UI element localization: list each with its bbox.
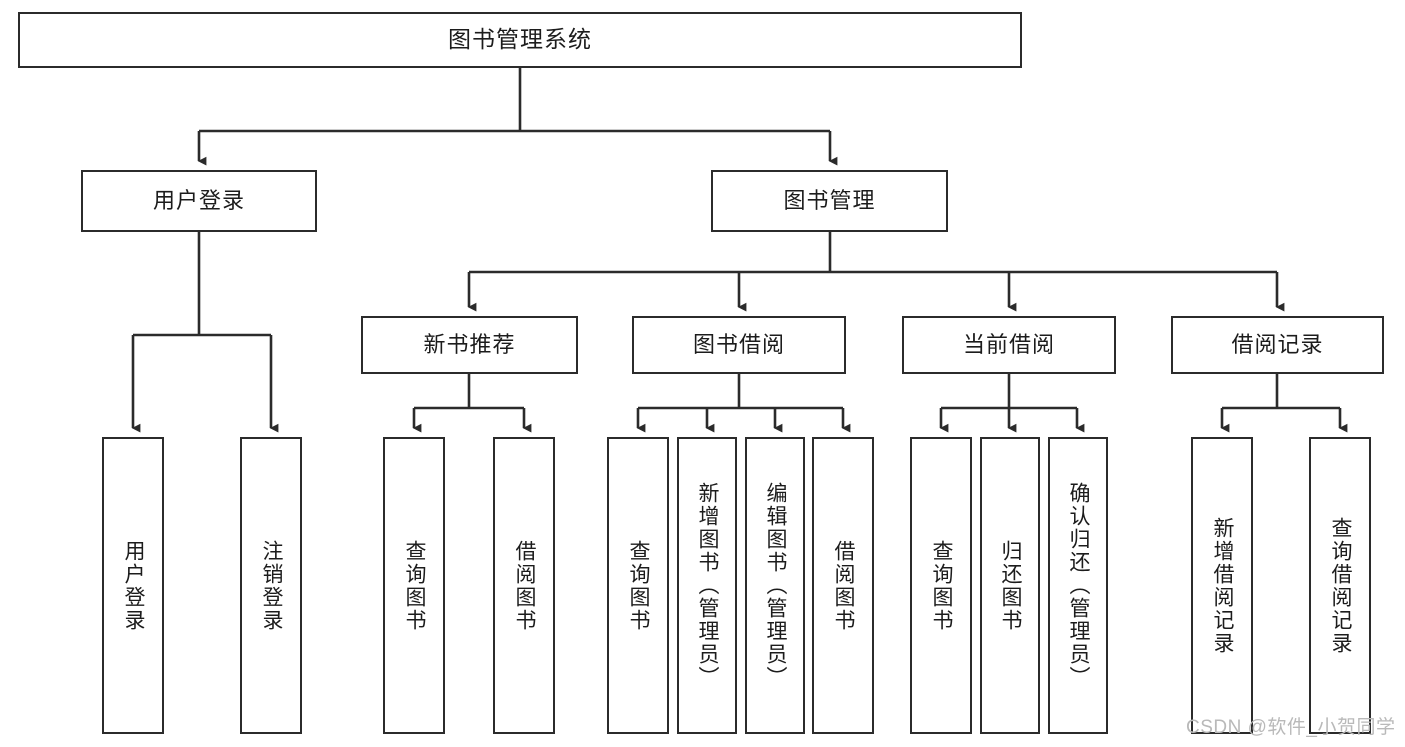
leaf-borrow-book[interactable]: 借阅图书 [812, 437, 874, 734]
node-user-login[interactable]: 用户登录 [81, 170, 317, 232]
node-label: 注销登录 [260, 539, 283, 632]
node-label: 新增借阅记录 [1211, 516, 1234, 655]
leaf-query-book-recommend[interactable]: 查询图书 [383, 437, 445, 734]
leaf-query-borrow-record[interactable]: 查询借阅记录 [1309, 437, 1371, 734]
node-borrow-record[interactable]: 借阅记录 [1171, 316, 1384, 374]
node-label: 图书管理系统 [448, 26, 592, 53]
leaf-query-book-current[interactable]: 查询图书 [910, 437, 972, 734]
watermark: CSDN @软件_小贺同学 [1186, 717, 1396, 738]
leaf-logout[interactable]: 注销登录 [240, 437, 302, 734]
node-label: 查询借阅记录 [1329, 516, 1352, 655]
leaf-return-book[interactable]: 归还图书 [980, 437, 1040, 734]
node-label: 借阅记录 [1231, 331, 1324, 357]
leaf-user-login[interactable]: 用户登录 [102, 437, 164, 734]
node-label: 编辑图书（管理员） [764, 482, 787, 689]
node-label: 查询图书 [627, 539, 650, 632]
node-label: 用户登录 [122, 539, 145, 632]
node-label: 用户登录 [152, 187, 245, 213]
node-current-borrow[interactable]: 当前借阅 [902, 316, 1116, 374]
leaf-query-book-borrow[interactable]: 查询图书 [607, 437, 669, 734]
node-root-book-management-system[interactable]: 图书管理系统 [18, 12, 1022, 68]
node-label: 查询图书 [403, 539, 426, 632]
node-label: 新书推荐 [423, 331, 516, 357]
node-label: 图书管理 [783, 187, 876, 213]
node-label: 查询图书 [930, 539, 953, 632]
node-book-management[interactable]: 图书管理 [711, 170, 948, 232]
node-label: 当前借阅 [962, 331, 1055, 357]
leaf-confirm-return-admin[interactable]: 确认归还（管理员） [1048, 437, 1108, 734]
leaf-add-book-admin[interactable]: 新增图书（管理员） [677, 437, 737, 734]
leaf-borrow-book-recommend[interactable]: 借阅图书 [493, 437, 555, 734]
node-label: 归还图书 [999, 539, 1022, 632]
node-label: 借阅图书 [513, 539, 536, 632]
node-label: 借阅图书 [832, 539, 855, 632]
node-label: 确认归还（管理员） [1067, 482, 1090, 689]
node-label: 图书借阅 [692, 331, 785, 357]
node-book-borrow[interactable]: 图书借阅 [632, 316, 846, 374]
leaf-add-borrow-record[interactable]: 新增借阅记录 [1191, 437, 1253, 734]
node-new-book-recommend[interactable]: 新书推荐 [361, 316, 578, 374]
node-label: 新增图书（管理员） [696, 482, 719, 689]
leaf-edit-book-admin[interactable]: 编辑图书（管理员） [745, 437, 805, 734]
